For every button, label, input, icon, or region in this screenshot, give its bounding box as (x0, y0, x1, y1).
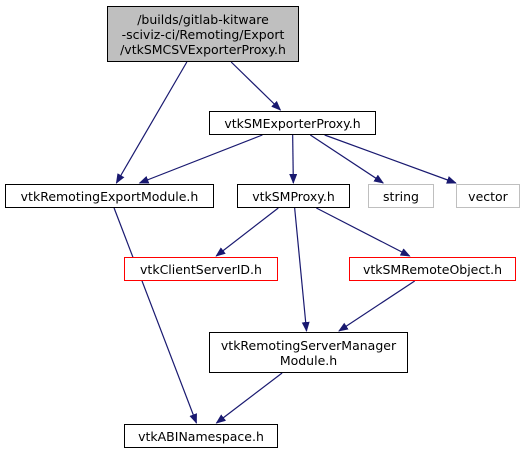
edge-n1-to-n2 (138, 134, 263, 184)
node-vtkremotingexportmodule-h[interactable]: vtkRemotingExportModule.h (5, 184, 214, 208)
node-vtkremotingservermanagermodule-h[interactable]: vtkRemotingServerManager Module.h (209, 332, 408, 373)
node-label: vtkRemotingExportModule.h (20, 188, 199, 204)
node-label-line-1: /builds/gitlab-kitware (137, 11, 269, 27)
node-label: string (383, 188, 419, 204)
edge-n1-to-n5 (324, 134, 457, 184)
node-label: vector (468, 188, 508, 204)
node-label-line-2: -sciviz-ci/Remoting/Export (121, 26, 285, 42)
edge-n8-to-n9 (215, 372, 283, 424)
node-vtksmexporterproxy-h[interactable]: vtkSMExporterProxy.h (209, 111, 376, 135)
node-label: vtkABINamespace.h (138, 428, 264, 444)
node-vtksmproxy-h[interactable]: vtkSMProxy.h (237, 184, 350, 208)
edge-n0-to-n2 (115, 61, 188, 184)
node-label: vtkSMExporterProxy.h (224, 115, 361, 131)
node-vtksmremoteobject-h[interactable]: vtkSMRemoteObject.h (349, 257, 516, 281)
node-label: vtkSMProxy.h (252, 188, 335, 204)
node-vtkclientserverid-h[interactable]: vtkClientServerID.h (124, 257, 278, 281)
node-vector[interactable]: vector (456, 184, 520, 208)
edge-n1-to-n4 (310, 134, 384, 184)
node-string[interactable]: string (368, 184, 434, 208)
node-label-line-2: Module.h (279, 352, 338, 368)
edge-n1-to-n3 (289, 134, 298, 184)
node-label: vtkClientServerID.h (140, 261, 262, 277)
node-label-line-1: vtkRemotingServerManager (220, 337, 397, 353)
edge-n2-to-n9 (113, 207, 197, 424)
node-vtkabinamespace-h[interactable]: vtkABINamespace.h (124, 424, 278, 448)
edge-n7-to-n8 (338, 280, 416, 332)
edge-n3-to-n8 (294, 207, 310, 332)
node-label: vtkSMRemoteObject.h (362, 261, 503, 277)
edge-n3-to-n6 (215, 207, 279, 257)
node-vtksmcsvexporterproxy-h[interactable]: /builds/gitlab-kitware -sciviz-ci/Remoti… (107, 6, 299, 62)
edge-n3-to-n7 (316, 207, 411, 257)
edge-n0-to-n1 (230, 61, 282, 111)
node-label-line-3: /vtkSMCSVExporterProxy.h (120, 41, 286, 57)
